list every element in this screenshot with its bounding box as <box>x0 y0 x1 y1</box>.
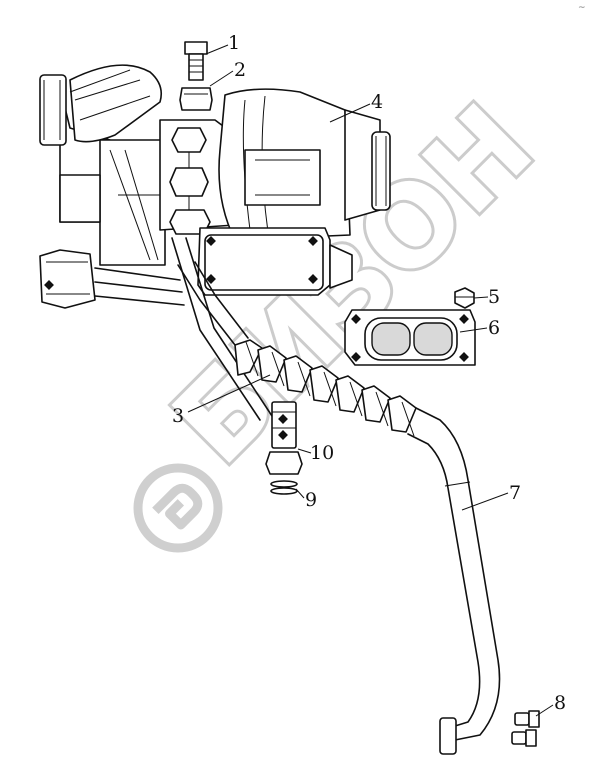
gasket-6 <box>344 309 476 366</box>
corner-mark: ~ <box>578 3 586 13</box>
callout-10: 10 <box>310 442 334 464</box>
watermark-logo <box>133 463 223 553</box>
fitting-10 <box>265 401 303 475</box>
callout-3: 3 <box>172 405 184 427</box>
callout-leaders <box>187 44 554 717</box>
callout-7: 7 <box>509 482 521 504</box>
callout-4: 4 <box>371 91 383 113</box>
callout-9: 9 <box>305 489 317 511</box>
bolt-1 <box>184 41 208 81</box>
bearing-housing <box>159 119 236 235</box>
exhaust-flange <box>197 227 353 296</box>
corrugated-hose <box>177 261 417 437</box>
hose-corrugations <box>234 339 417 437</box>
oil-drain-tube-3 <box>171 237 273 421</box>
callout-5: 5 <box>488 286 500 308</box>
nut-5 <box>454 287 475 309</box>
outlet-pipe-7 <box>407 407 501 755</box>
compressor-housing <box>39 64 166 266</box>
washer-2 <box>179 87 213 111</box>
callout-8: 8 <box>554 692 566 714</box>
callout-labels: 1 2 3 4 5 6 7 8 9 10 <box>172 32 566 714</box>
bracket-tube <box>39 249 185 309</box>
turbine-housing <box>218 88 391 241</box>
bolts-8 <box>511 710 540 747</box>
callout-2: 2 <box>234 59 246 81</box>
callout-1: 1 <box>228 32 240 54</box>
callout-6: 6 <box>488 317 500 339</box>
washer-9 <box>270 480 298 495</box>
